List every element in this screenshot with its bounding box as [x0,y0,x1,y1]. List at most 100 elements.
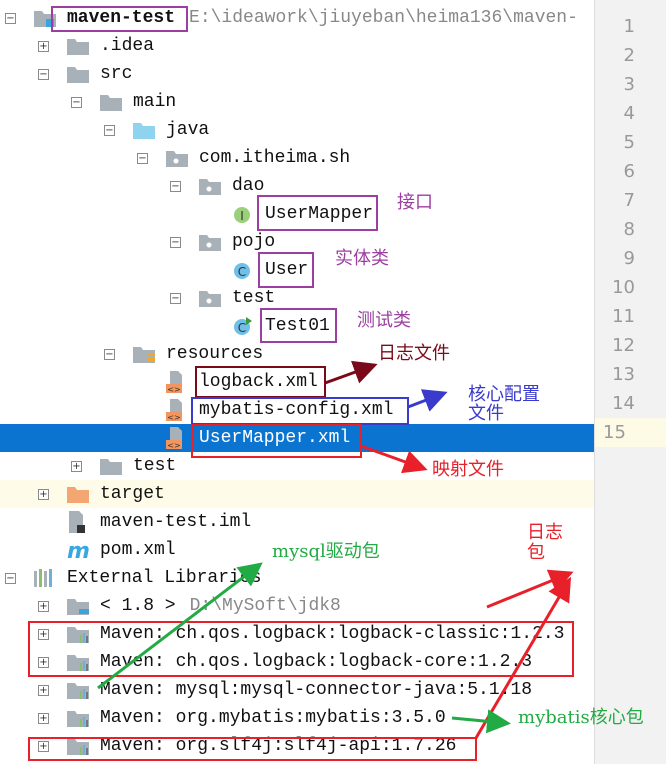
expand-icon[interactable]: + [38,41,49,52]
package-icon [199,289,221,307]
tree-item-name: src [100,64,133,84]
library-icon [67,737,89,755]
tree-item-label: Maven: ch.qos.logback:logback-classic:1.… [100,623,564,645]
package-icon [199,177,221,195]
line-number: 13 [612,364,635,385]
tree-item-name: resources [166,344,264,364]
tree-item-label: .idea [100,35,154,57]
tree-item-label: Maven: mysql:mysql-connector-java:5.1.18 [100,679,532,701]
tree-item-name: Maven: org.mybatis:mybatis:3.5.0 [100,708,446,728]
tree-item[interactable]: maven-test.iml [0,508,594,536]
tree-item[interactable]: + test [0,452,594,480]
tree-item[interactable]: −pojo [0,228,594,256]
line-number: 2 [623,45,635,66]
tree-item[interactable]: + Maven: org.slf4j:slf4j-api:1.7.26 [0,732,594,760]
tree-item[interactable]: + Maven: org.mybatis:mybatis:3.5.0 [0,704,594,732]
expand-icon[interactable]: + [38,629,49,640]
library-icon [67,709,89,727]
expand-icon[interactable]: + [38,489,49,500]
collapse-icon[interactable]: − [71,97,82,108]
collapse-icon[interactable]: − [170,181,181,192]
xml-file-icon: <> [166,427,188,450]
tree-item[interactable]: + .idea [0,32,594,60]
tree-item[interactable]: − External Libraries [0,564,594,592]
tree-item[interactable]: −java [0,116,594,144]
expand-icon[interactable]: + [38,713,49,724]
tree-item-name: dao [232,176,265,196]
tree-item[interactable]: + target [0,480,594,508]
svg-text:m: m [67,541,89,559]
collapse-icon[interactable]: − [137,153,148,164]
svg-text:C: C [238,321,246,335]
expand-icon[interactable]: + [38,741,49,752]
xml-file-icon: <> [166,371,188,394]
tree-item-name: Maven: org.slf4j:slf4j-api:1.7.26 [100,736,457,756]
tree-item-label: Test01 [265,315,330,337]
svg-text:<>: <> [167,441,180,449]
tree-item-label: External Libraries [67,567,261,589]
tree-item[interactable]: − src [0,60,594,88]
tree-item[interactable]: <> UserMapper.xml [0,424,594,452]
tree-item-name: User [265,260,309,280]
tree-item-name: .idea [100,36,155,56]
tree-item-name: test [232,288,276,308]
tree-item-path: D:\MySoft\jdk8 [189,596,341,616]
expand-icon[interactable]: + [38,685,49,696]
line-number: 5 [623,132,635,153]
tree-item[interactable]: + < 1.8 > D:\MySoft\jdk8 [0,592,594,620]
tree-item[interactable]: I UserMapper [0,200,594,228]
expand-icon[interactable]: + [38,601,49,612]
svg-text:<>: <> [167,413,180,421]
tree-item-name: test [133,456,177,476]
interface-icon: I [232,205,254,223]
note-mybatis-core: mybatis核心包 [518,707,644,728]
tree-item-label: maven-test.iml [100,511,251,533]
collapse-icon[interactable]: − [104,125,115,136]
tree-item-name: mybatis-config.xml [199,400,394,420]
module-folder-icon [34,9,56,27]
note-log-pkg-1: 日志 [527,522,563,543]
tree-item[interactable]: −main [0,88,594,116]
note-log-pkg-2: 包 [527,542,545,563]
line-number: 7 [623,190,635,211]
tree-item-name: com.itheima.sh [199,148,351,168]
package-icon [166,149,188,167]
tree-item-name: UserMapper [265,204,374,224]
tree-item[interactable]: − com.itheima.sh [0,144,594,172]
collapse-icon[interactable]: − [5,573,16,584]
collapse-icon[interactable]: − [170,237,181,248]
tree-item-label: UserMapper.xml [199,427,350,449]
tree-item[interactable]: + Maven: mysql:mysql-connector-java:5.1.1… [0,676,594,704]
xml-file-icon: <> [166,399,188,422]
tree-item-label: test [133,455,176,477]
folder-icon [67,37,89,55]
collapse-icon[interactable]: − [104,349,115,360]
tree-item[interactable]: − dao [0,172,594,200]
line-number: 8 [623,219,635,240]
expand-icon[interactable]: + [71,461,82,472]
tree-item[interactable]: − resources [0,340,594,368]
expand-icon[interactable]: + [38,657,49,668]
note-test-class: 测试类 [357,310,411,331]
tree-item[interactable]: C Test01 [0,312,594,340]
tree-item-name: Maven: ch.qos.logback:logback-classic:1.… [100,624,565,644]
jdk-icon [67,597,89,615]
tree-item-name: target [100,484,165,504]
tree-item-label: mybatis-config.xml [199,399,393,421]
tree-item[interactable]: + Maven: ch.qos.logback:logback-classic:1… [0,620,594,648]
line-number: 14 [612,393,635,414]
tree-item[interactable]: − test [0,284,594,312]
collapse-icon[interactable]: − [5,13,16,24]
collapse-icon[interactable]: − [170,293,181,304]
class-runnable-icon: C [232,317,254,335]
iml-file-icon [67,511,89,533]
tree-item[interactable]: +Maven: ch.qos.logback:logback-core:1.2.… [0,648,594,676]
tree-item-name: < 1.8 > [100,596,176,616]
note-core-config-2: 文件 [468,403,504,424]
svg-text:<>: <> [167,385,180,393]
collapse-icon[interactable]: − [38,69,49,80]
